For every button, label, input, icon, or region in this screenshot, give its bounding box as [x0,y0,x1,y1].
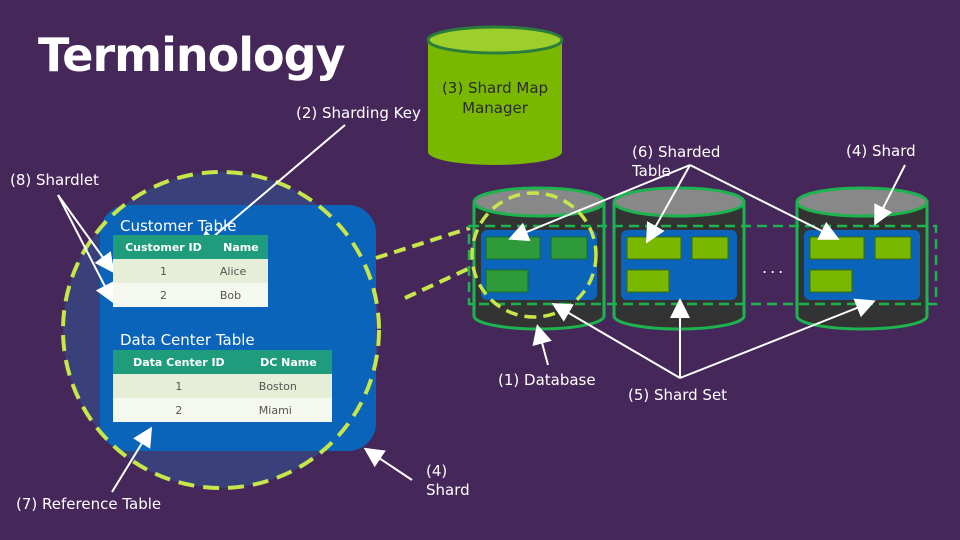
column-header: Name [213,235,268,259]
shardlet-label: (8) Shardlet [10,171,99,189]
database-cylinder-2 [612,186,746,331]
database-label: (1) Database [498,371,596,389]
page-title: Terminology [38,28,345,82]
table-cell: 1 [113,374,245,398]
sharded-table-label: (6) Sharded Table [632,143,721,180]
sharding-key-label: (2) Sharding Key [296,104,421,122]
table-cell: Bob [213,283,268,307]
column-header: Data Center ID [113,350,245,374]
column-header: Customer ID [113,235,214,259]
customer-table-title: Customer Table [120,217,237,235]
zoom-line-bottom [404,266,471,300]
shard-circle-outline [61,170,381,490]
shard-set-outline [467,224,938,306]
reference-table-label: (7) Reference Table [16,495,162,513]
database-circle-outline [470,191,598,319]
shard-top-label: (4) Shard [846,142,916,160]
column-header: DC Name [244,350,332,374]
table-cell: 2 [113,283,214,307]
shard-map-manager-label: (3) Shard Map Manager [441,79,549,117]
database-cylinder-3 [795,186,929,331]
shard-set-label: (5) Shard Set [628,386,728,404]
table-cell: Miami [244,398,332,422]
more-shards-ellipsis: ... [762,258,787,277]
shard-bottom-label: (4) Shard [426,462,470,499]
annotation-arrows [57,124,906,493]
table-cell: Alice [213,259,268,283]
zoom-line-top [375,226,471,260]
table-cell: 2 [113,398,245,422]
datacenter-table-title: Data Center Table [120,331,255,349]
table-cell: Boston [244,374,332,398]
table-cell: 1 [113,259,214,283]
shard-map-manager-cylinder [426,25,564,165]
